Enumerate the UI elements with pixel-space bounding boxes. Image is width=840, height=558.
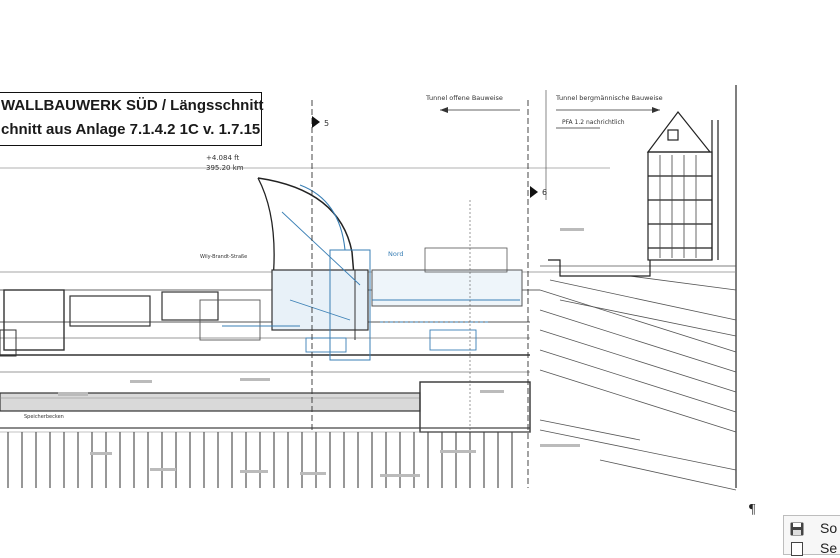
- document-icon: [791, 542, 803, 556]
- side-panel-item-second[interactable]: Se: [790, 540, 840, 558]
- paragraph-mark: ¶: [749, 502, 756, 517]
- side-panel-item-save[interactable]: So: [790, 520, 840, 538]
- label-tunnel-mining: Tunnel bergmännische Bauweise: [555, 94, 663, 102]
- label-tunnel-open: Tunnel offene Bauweise: [425, 94, 503, 102]
- label-level: +4.084 ft: [206, 154, 239, 162]
- save-icon: [790, 522, 804, 536]
- label-section-6: 6: [542, 188, 547, 197]
- title-line-1: WALLBAUWERK SÜD / Längsschnitt: [1, 97, 264, 114]
- label-section-5: 5: [324, 119, 329, 128]
- side-panel: So Se: [783, 515, 840, 558]
- title-line-2: chnitt aus Anlage 7.1.4.2 1C v. 1.7.15: [1, 121, 261, 138]
- label-speicher: Speicherbecken: [24, 414, 64, 420]
- drawing-title-box: WALLBAUWERK SÜD / Längsschnitt chnitt au…: [0, 92, 264, 146]
- label-street: Wily-Brandt-Straße: [200, 254, 247, 260]
- label-km: 395.20 km: [206, 164, 244, 172]
- side-panel-item-save-label: So: [820, 520, 838, 536]
- side-panel-item-second-label: Se: [820, 540, 838, 556]
- label-pfa: PFA 1.2 nachrichtlich: [562, 119, 625, 126]
- label-nord: Nord: [388, 250, 404, 258]
